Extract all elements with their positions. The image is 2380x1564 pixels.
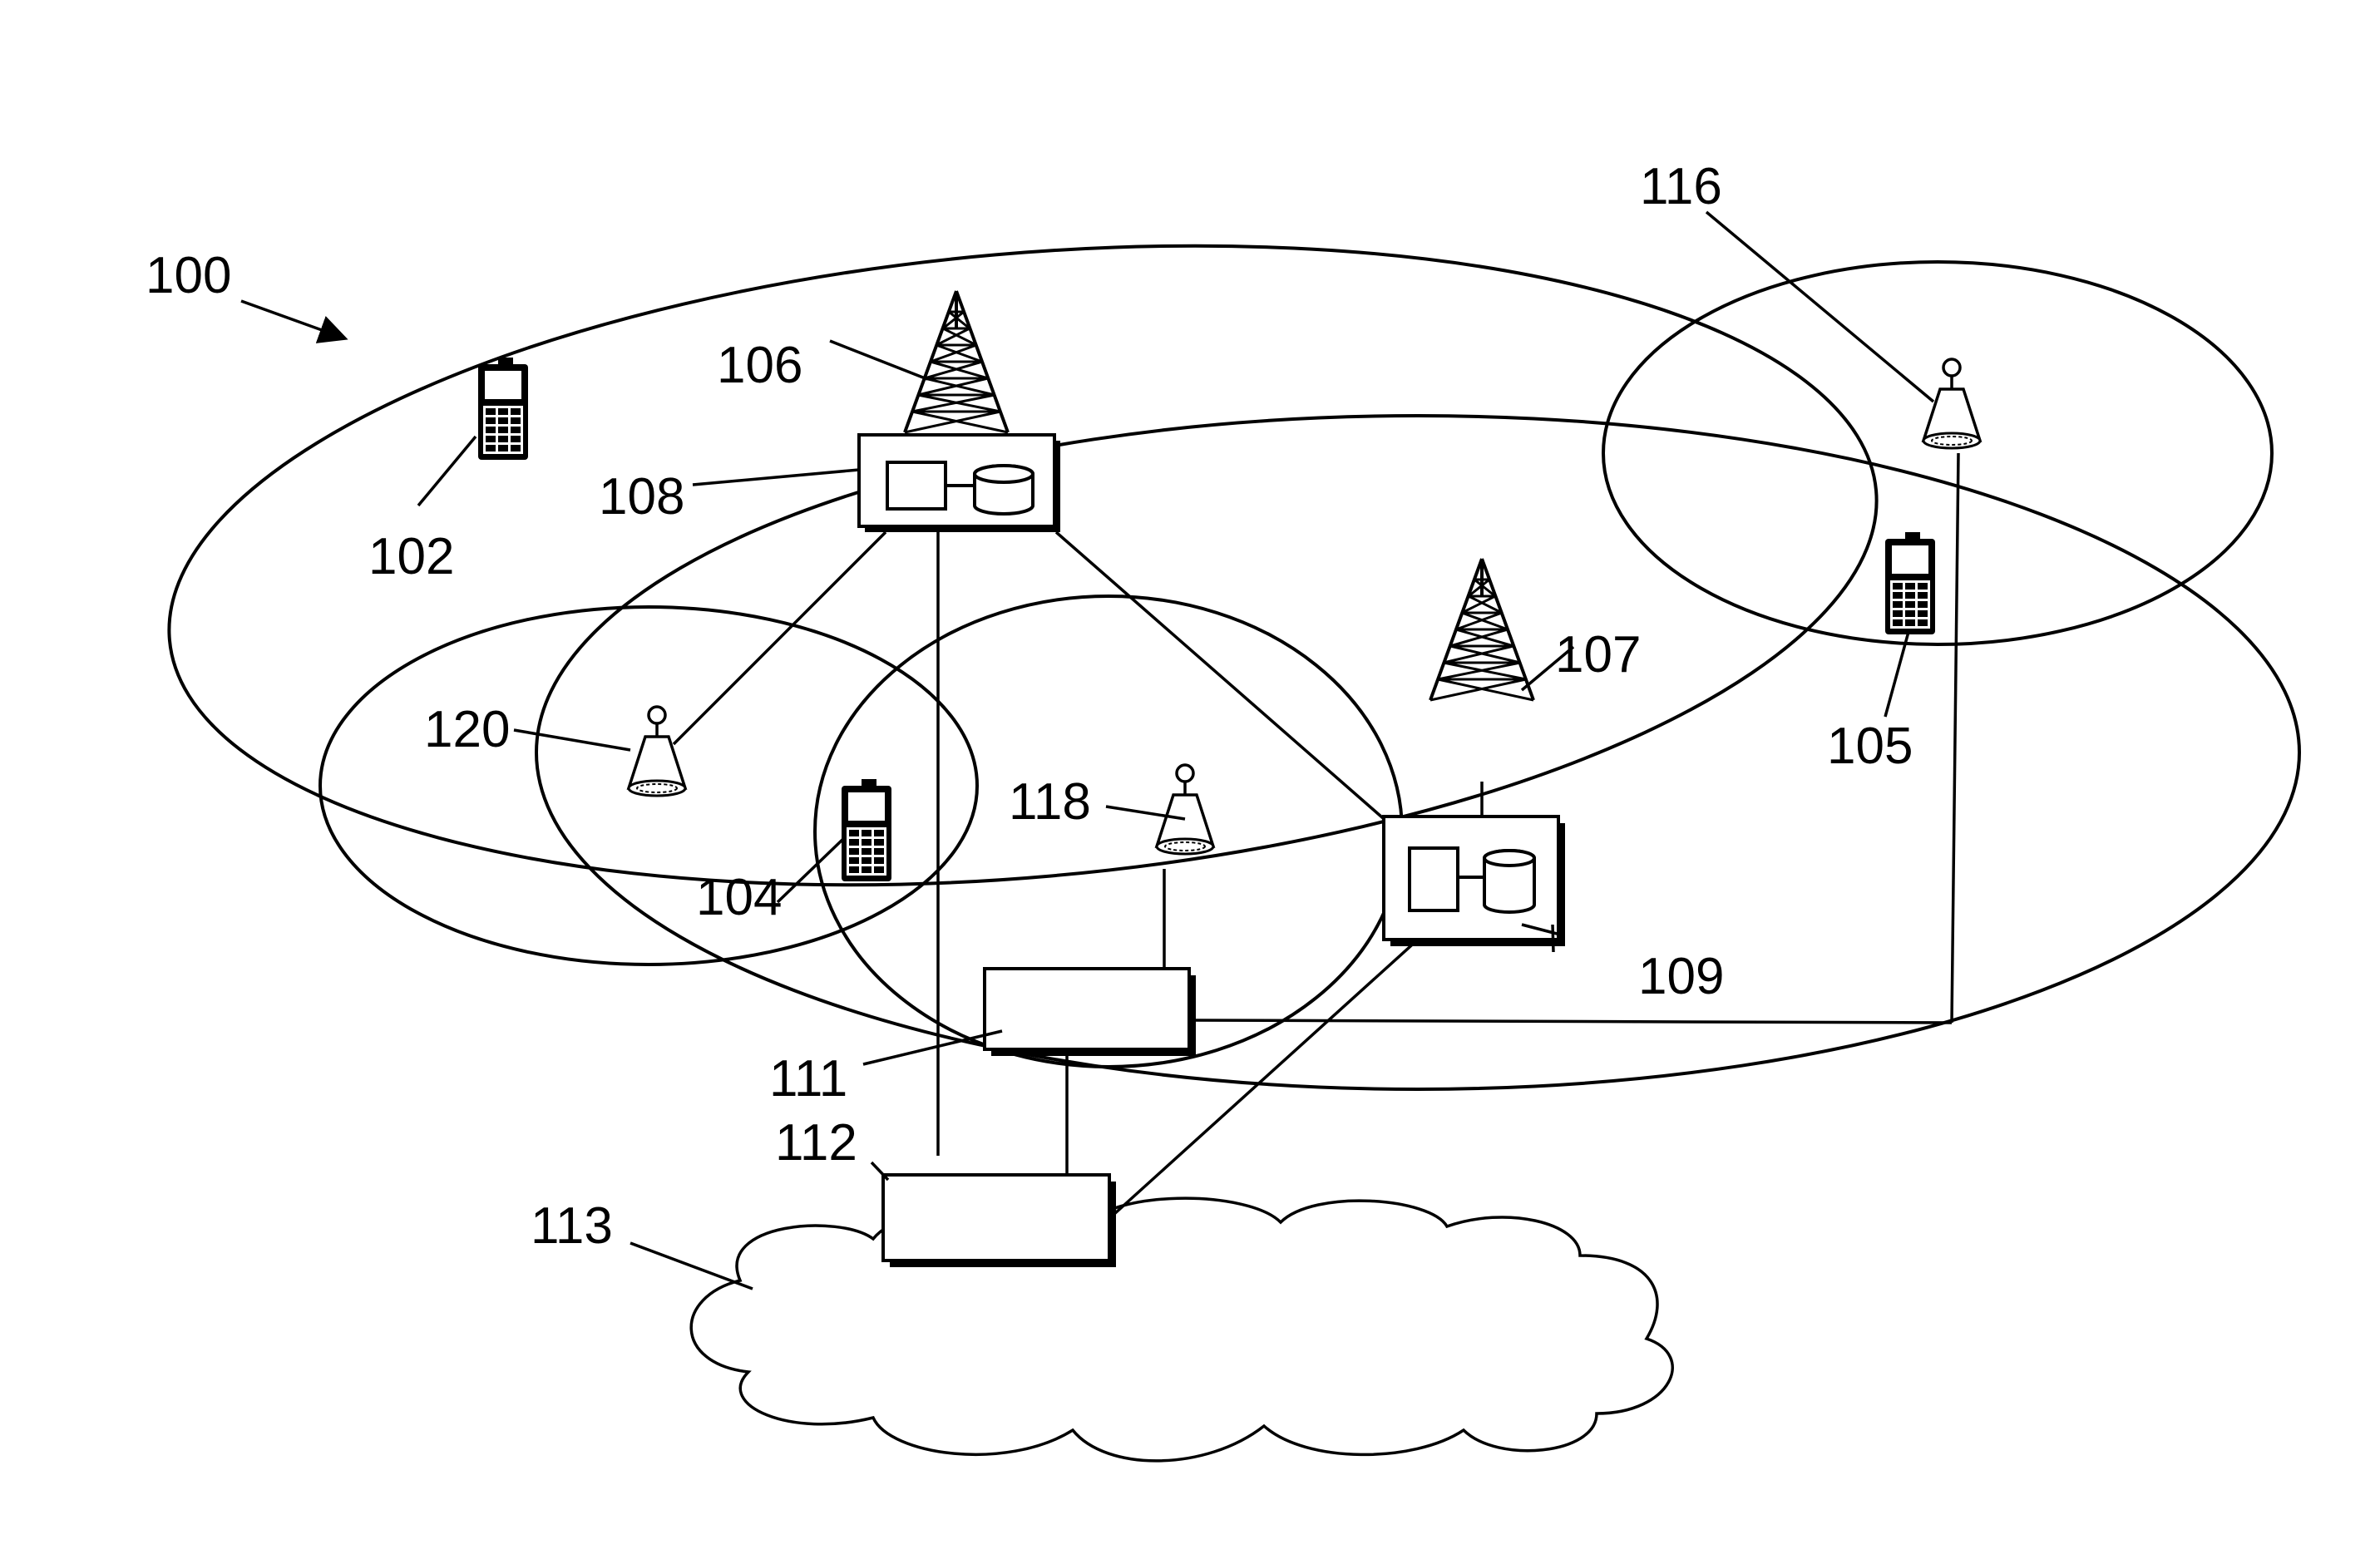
label-ue-105: 105 — [1827, 718, 1913, 775]
small-cell-118-antenna-icon — [1157, 765, 1213, 854]
label-controller-108: 108 — [599, 468, 684, 525]
label-ue-104: 104 — [696, 869, 782, 926]
node-112-box — [883, 1175, 1116, 1267]
ue-102-phone-icon — [478, 358, 528, 460]
label-node-111: 111 — [769, 1050, 847, 1108]
ue-104-phone-icon — [842, 779, 891, 881]
label-base-station-106: 106 — [717, 337, 802, 394]
controller-109-box — [1384, 817, 1565, 946]
base-station-106-tower-icon — [905, 291, 1008, 432]
base-station-107-tower-icon — [1430, 559, 1533, 700]
node-111-box — [985, 969, 1196, 1056]
label-controller-109: 109 — [1638, 948, 1724, 1005]
label-small-cell-118: 118 — [1009, 773, 1091, 831]
label-small-cell-116: 116 — [1640, 158, 1722, 215]
small-cell-120-antenna-icon — [629, 707, 685, 796]
reference-labels: 100 102 104 105 106 107 108 109 111 112 … — [146, 158, 1913, 1255]
label-small-cell-120: 120 — [424, 701, 510, 758]
core-network-cloud — [691, 1198, 1672, 1461]
macro-cell-107-coverage — [536, 416, 2299, 1089]
small-cell-116-antenna-icon — [1923, 359, 1980, 448]
label-system: 100 — [146, 247, 231, 304]
label-network-113: 113 — [531, 1197, 613, 1255]
coverage-areas — [142, 180, 2299, 1089]
label-ue-102: 102 — [368, 528, 454, 585]
label-node-112: 112 — [775, 1114, 857, 1172]
ue-105-phone-icon — [1885, 532, 1935, 634]
small-cell-116-coverage — [1603, 262, 2272, 644]
label-base-station-107: 107 — [1555, 626, 1641, 683]
controller-108-box — [859, 435, 1060, 532]
